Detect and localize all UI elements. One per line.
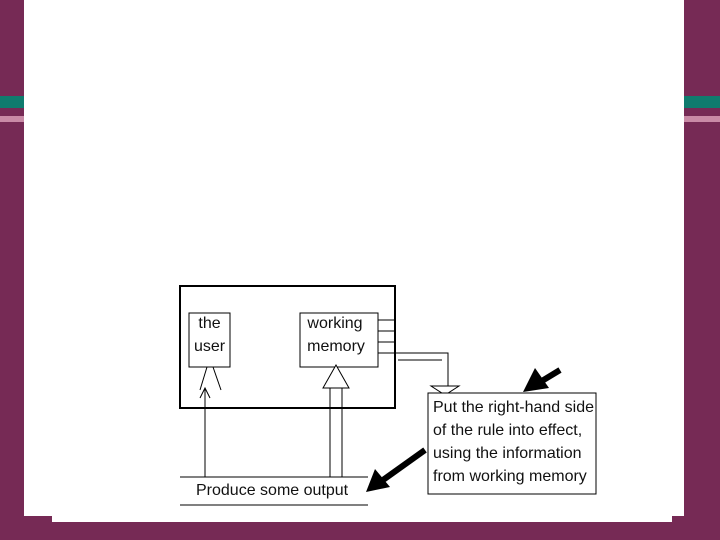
memory-label-line-2: memory <box>307 338 365 355</box>
user-box-right-leg <box>212 366 222 391</box>
user-label-line-1: the <box>198 315 221 332</box>
memory-box <box>299 312 379 368</box>
user-box-left-leg <box>199 366 208 391</box>
effect-to-output-arrowhead <box>366 469 390 492</box>
output-bar-label: Produce some output <box>196 482 349 499</box>
effect-input-arrowhead <box>429 385 461 396</box>
user-box <box>188 312 231 368</box>
user-arrow-head <box>199 386 211 399</box>
incoming-bold-arrowhead <box>523 368 549 392</box>
system-frame <box>179 285 396 409</box>
effect-to-output-arrow-shaft <box>381 447 427 483</box>
effect-box <box>427 392 597 495</box>
memory-label-line-1: working <box>307 315 363 332</box>
effect-label-line-3: using the information <box>433 445 582 462</box>
user-label-line-2: user <box>193 338 226 355</box>
memory-to-effect-connector <box>378 352 449 386</box>
memory-arrowhead <box>322 363 350 389</box>
effect-label-line-4: from working memory <box>433 468 587 485</box>
effect-label-line-1: Put the right-hand side <box>433 399 594 416</box>
effect-label-line-2: of the rule into effect, <box>433 422 583 439</box>
